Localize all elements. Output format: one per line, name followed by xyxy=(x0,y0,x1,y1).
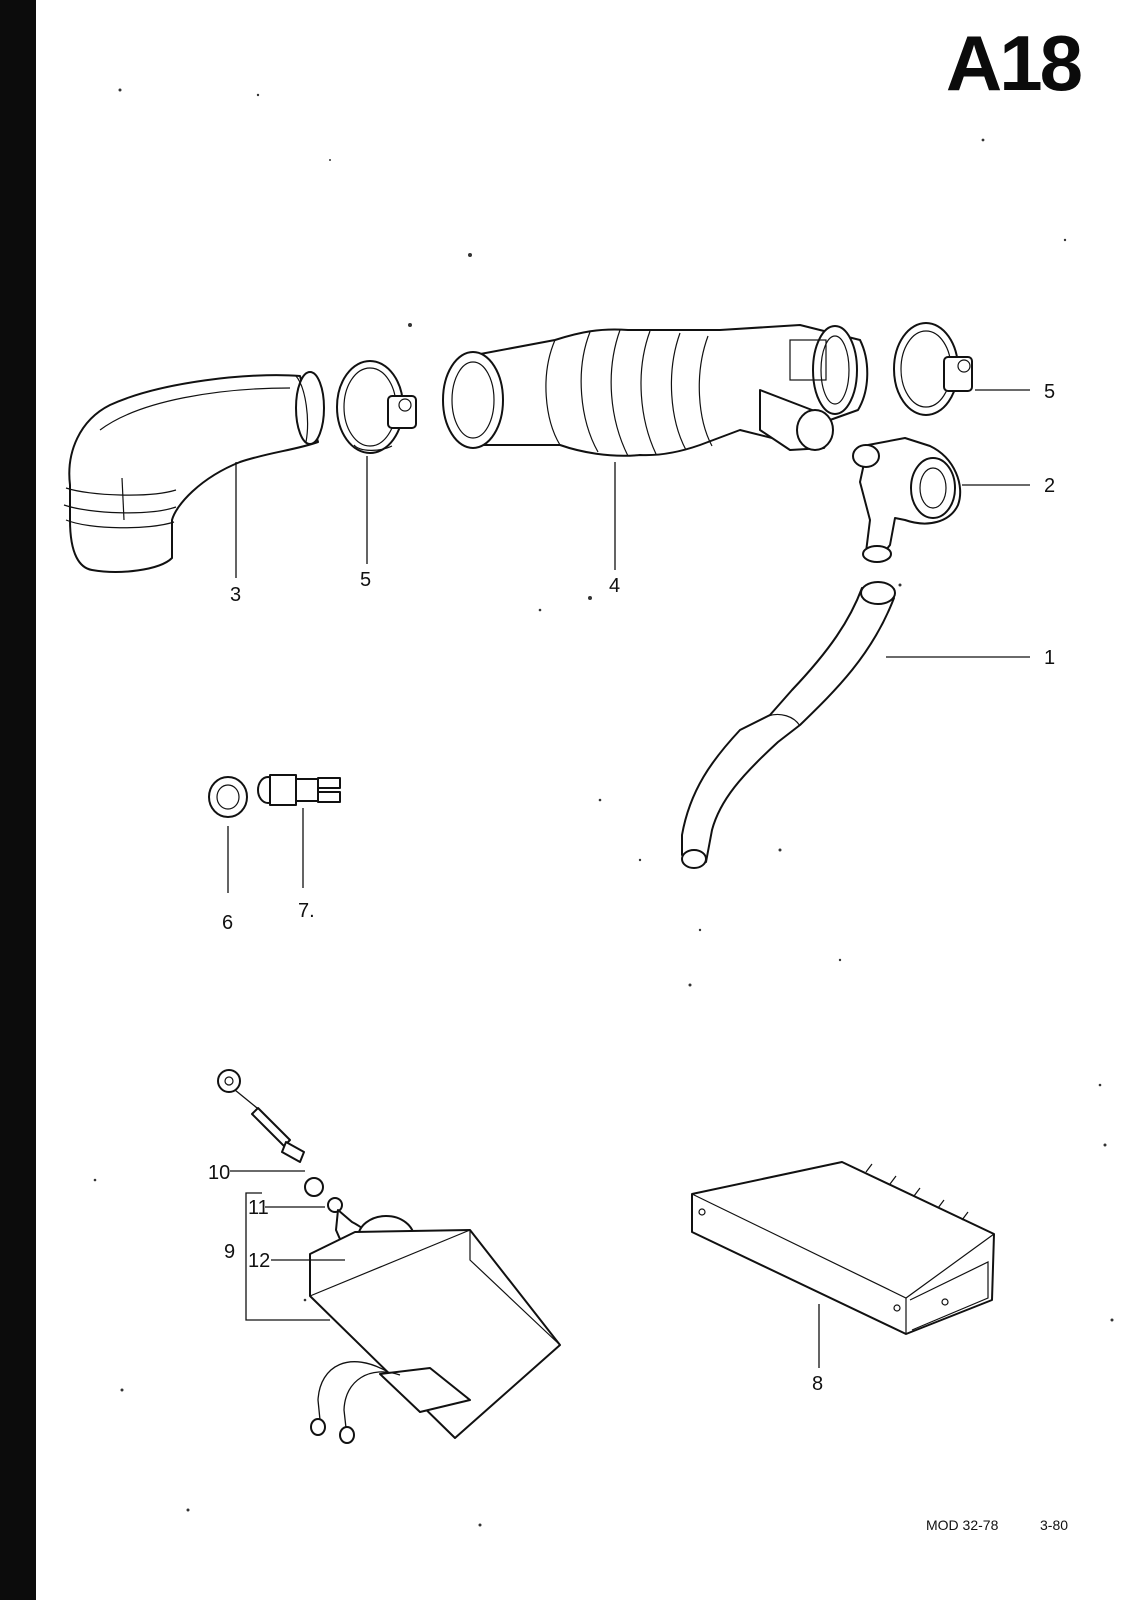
binding-edge xyxy=(0,0,36,1600)
callout-9: 9 xyxy=(224,1241,235,1263)
temperature-sender xyxy=(257,774,341,806)
callout-10: 10 xyxy=(208,1162,230,1184)
print-date: 3-80 xyxy=(1040,1517,1068,1533)
air-intake-elbow xyxy=(63,371,325,573)
air-intake-duct-with-bellows xyxy=(442,324,869,457)
seal-ring xyxy=(208,776,248,818)
control-unit xyxy=(691,1161,995,1335)
callout-6: 6 xyxy=(222,912,233,934)
page-code: A18 xyxy=(945,19,1083,107)
hose-clamp xyxy=(893,322,973,416)
callout-5-left: 5 xyxy=(360,569,371,591)
scan-specks xyxy=(93,88,1114,1527)
callout-1: 1 xyxy=(1044,647,1055,669)
callout-7: 7. xyxy=(298,900,315,922)
callout-12: 12 xyxy=(248,1250,270,1272)
callout-8: 8 xyxy=(812,1373,823,1395)
model-code: MOD 32-78 xyxy=(926,1517,999,1533)
callout-2: 2 xyxy=(1044,475,1055,497)
callout-4: 4 xyxy=(609,575,620,597)
callout-5-right: 5 xyxy=(1044,381,1055,403)
hose xyxy=(681,581,896,869)
sensor-housing-assembly xyxy=(217,1069,561,1444)
valve xyxy=(852,437,962,563)
hose-clamp xyxy=(336,360,417,454)
callout-3: 3 xyxy=(230,584,241,606)
callout-11: 11 xyxy=(248,1197,269,1219)
